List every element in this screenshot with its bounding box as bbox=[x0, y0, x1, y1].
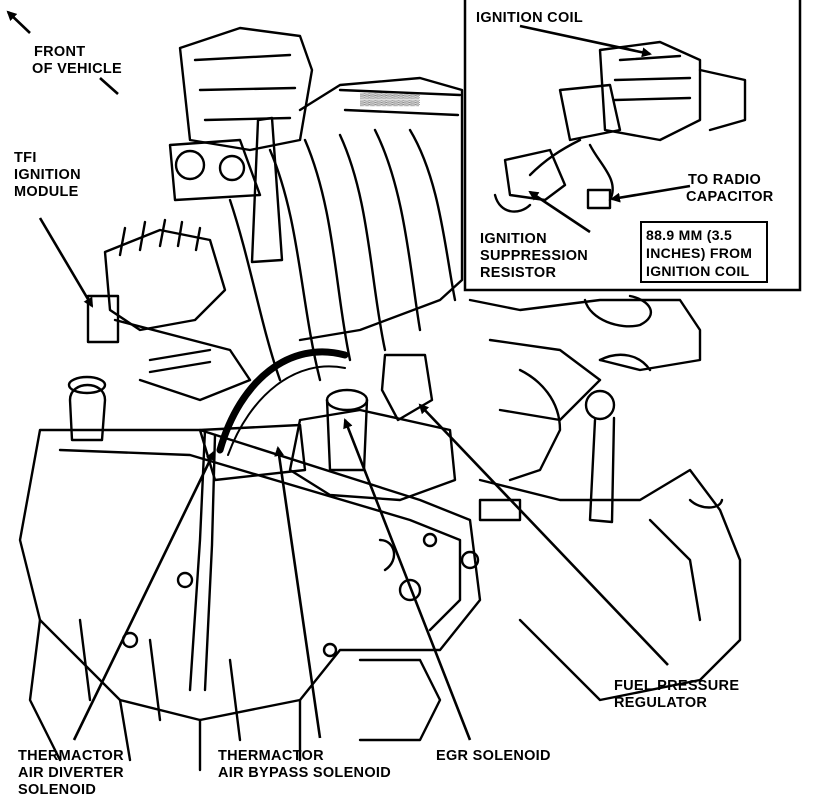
label-ignition-suppression-resistor: IGNITION SUPPRESSION RESISTOR bbox=[480, 231, 588, 282]
label-line: TFI bbox=[14, 150, 37, 166]
engine-illustration: ▒▒▒▒▒▒▒ bbox=[18, 26, 742, 772]
label-line: RESISTOR bbox=[480, 265, 557, 281]
label-line: AIR DIVERTER bbox=[18, 765, 124, 781]
svg-text:▒▒▒▒▒▒▒: ▒▒▒▒▒▒▒ bbox=[360, 92, 420, 106]
label-ignition-coil: IGNITION COIL bbox=[476, 10, 583, 27]
label-line: MODULE bbox=[14, 184, 79, 200]
label-fuel-pressure-regulator: FUEL PRESSURE REGULATOR bbox=[614, 678, 739, 712]
label-line: THERMACTOR bbox=[218, 748, 324, 764]
label-front-of-vehicle: FRONT OF VEHICLE bbox=[32, 44, 122, 78]
label-line: IGNITION COIL bbox=[646, 263, 750, 279]
label-tfi-ignition-module: TFI IGNITION MODULE bbox=[14, 150, 81, 201]
front-direction-arrow bbox=[6, 10, 31, 34]
label-egr-solenoid: EGR SOLENOID bbox=[436, 748, 551, 765]
label-line: OF VEHICLE bbox=[32, 61, 123, 77]
label-line: SOLENOID bbox=[18, 782, 97, 798]
label-thermactor-air-bypass-solenoid: THERMACTOR AIR BYPASS SOLENOID bbox=[218, 748, 391, 782]
label-thermactor-air-diverter-solenoid: THERMACTOR AIR DIVERTER SOLENOID bbox=[18, 748, 124, 799]
label-line: CAPACITOR bbox=[686, 189, 774, 205]
label-line: EGR SOLENOID bbox=[436, 748, 551, 764]
label-line: TO RADIO bbox=[688, 172, 762, 188]
label-line: FUEL PRESSURE bbox=[614, 678, 740, 694]
label-line: IGNITION bbox=[14, 167, 81, 183]
label-line: FRONT bbox=[34, 44, 86, 60]
label-line: IGNITION COIL bbox=[476, 10, 584, 26]
label-line: INCHES) FROM bbox=[646, 245, 753, 261]
label-line: AIR BYPASS SOLENOID bbox=[218, 765, 392, 781]
label-line: THERMACTOR bbox=[18, 748, 124, 764]
leader-arrows bbox=[6, 10, 691, 741]
label-to-radio-capacitor: TO RADIO CAPACITOR bbox=[686, 172, 774, 206]
label-line: SUPPRESSION bbox=[480, 248, 589, 264]
label-line: IGNITION bbox=[480, 231, 547, 247]
label-line: 88.9 mm (3.5 bbox=[646, 227, 733, 243]
label-line: REGULATOR bbox=[614, 695, 708, 711]
distance-note-box: 88.9 mm (3.5 INCHES) FROM IGNITION COIL bbox=[640, 221, 768, 283]
